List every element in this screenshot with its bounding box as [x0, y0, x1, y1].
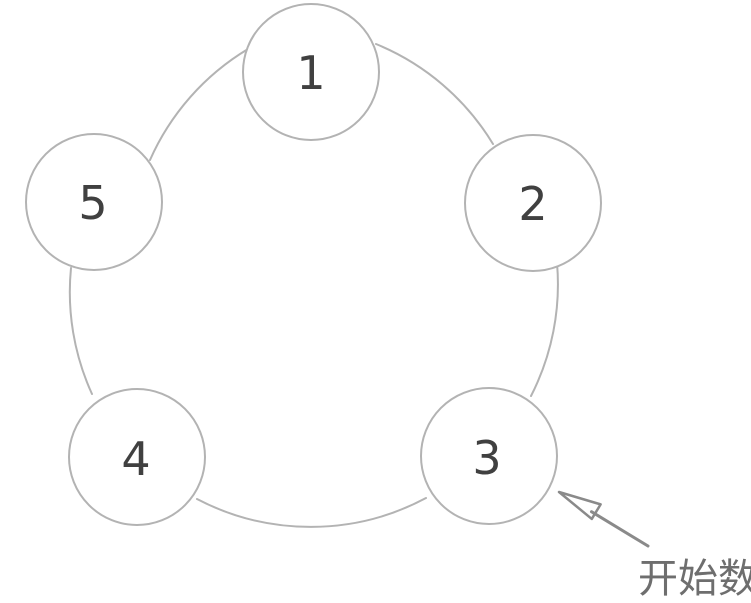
edges-group: [68, 43, 559, 528]
edge-1-to-2: [375, 43, 494, 145]
node-4-label: 4: [121, 432, 150, 486]
node-5[interactable]: [25, 133, 163, 271]
node-3-label: 3: [472, 431, 501, 485]
edge-2-to-3: [530, 262, 559, 397]
node-1-circle[interactable]: [242, 3, 380, 141]
edge-5-to-1: [149, 48, 249, 161]
annotation-label: 开始数: [638, 556, 751, 602]
node-5-circle[interactable]: [25, 133, 163, 271]
node-3[interactable]: [420, 387, 558, 525]
start-count-annotation: 开始数: [557, 490, 751, 602]
annotation-arrowhead-icon: [557, 490, 602, 521]
node-4[interactable]: [68, 388, 206, 526]
edge-4-to-5: [68, 267, 93, 395]
annotation-arrow-shaft: [589, 510, 650, 548]
node-3-circle[interactable]: [420, 387, 558, 525]
nodes-group: 1 2 3 4 5: [25, 3, 602, 526]
node-2[interactable]: [464, 134, 602, 272]
node-2-label: 2: [518, 177, 547, 231]
edge-3-to-4: [196, 497, 427, 528]
node-1[interactable]: [242, 3, 380, 141]
node-2-circle[interactable]: [464, 134, 602, 272]
node-5-label: 5: [78, 176, 107, 230]
node-1-label: 1: [296, 46, 325, 100]
node-4-circle[interactable]: [68, 388, 206, 526]
